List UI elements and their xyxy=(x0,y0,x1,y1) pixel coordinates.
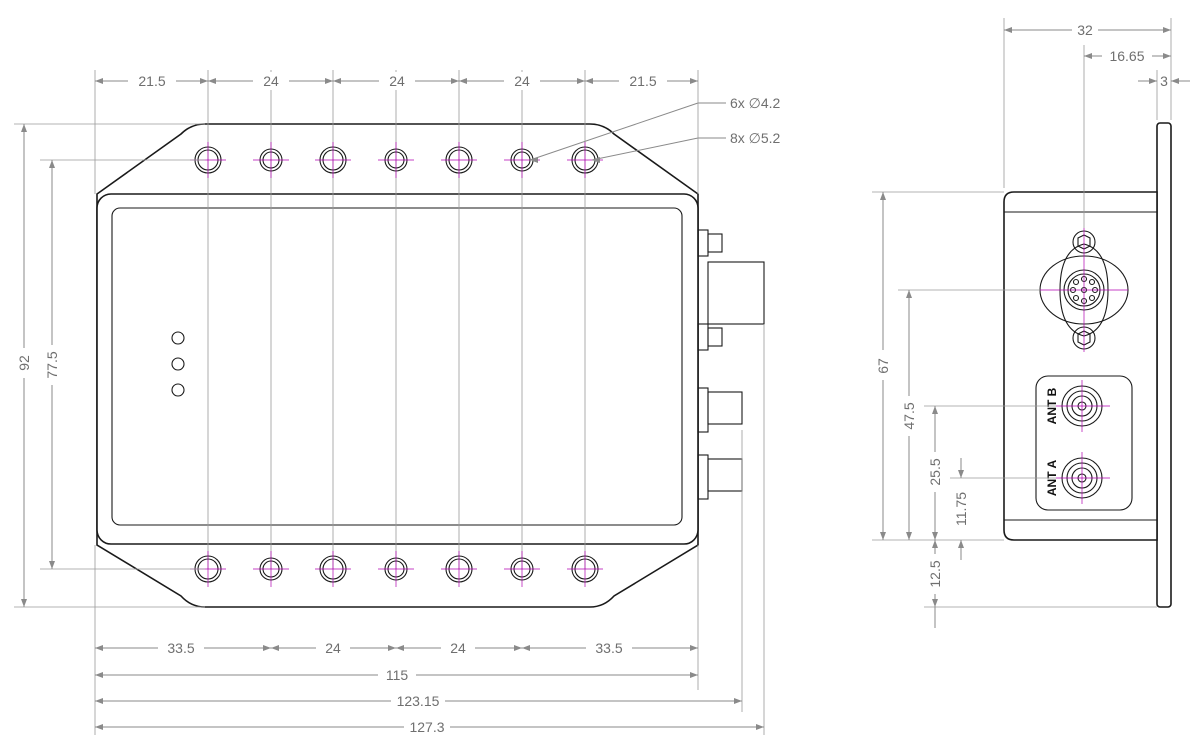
dimension-arrow xyxy=(1163,27,1171,33)
dimension-arrow xyxy=(932,406,938,414)
dim-top-3: 24 xyxy=(389,73,405,89)
dimension-arrow xyxy=(95,698,103,704)
dim-top-5: 21.5 xyxy=(629,73,656,89)
dim-side-32: 32 xyxy=(1077,22,1093,38)
dimension-arrow xyxy=(1004,27,1012,33)
dimension-arrow xyxy=(958,540,964,548)
dimension-arrow xyxy=(514,645,522,651)
dimension-arrow xyxy=(21,599,27,607)
dimension-arrow xyxy=(906,290,912,298)
mounting-hole xyxy=(253,142,289,178)
flange-plate xyxy=(1156,122,1172,608)
dimension-arrow xyxy=(756,724,764,730)
dimension-arrow xyxy=(932,532,938,540)
dimension-arrow xyxy=(21,124,27,132)
dimension-arrow xyxy=(49,561,55,569)
dimension-arrow xyxy=(906,532,912,540)
dim-side-475: 47.5 xyxy=(901,402,917,429)
dimension-arrow xyxy=(95,724,103,730)
mounting-hole xyxy=(315,142,351,178)
dimension-arrow xyxy=(690,78,698,84)
dimension-arrow xyxy=(530,157,538,163)
ant-a-connector xyxy=(1056,452,1110,504)
dimension-arrow xyxy=(1149,78,1157,84)
dim-overall-115: 115 xyxy=(386,667,409,683)
dimension-arrow xyxy=(333,78,341,84)
mounting-hole xyxy=(253,551,289,587)
side-view: ANT B ANT A 32 16.65 3 xyxy=(872,18,1190,628)
antenna-panel xyxy=(1035,375,1133,511)
mounting-hole xyxy=(378,142,414,178)
dimension-arrow xyxy=(690,645,698,651)
circular-connector xyxy=(1039,228,1129,352)
led-circle xyxy=(171,331,185,345)
side-connectors xyxy=(697,229,765,500)
dimension-arrow xyxy=(325,78,333,84)
dimension-arrow xyxy=(577,78,585,84)
ant-b-connector xyxy=(1056,380,1110,432)
dimension-arrow xyxy=(49,160,55,168)
led-circle xyxy=(171,357,185,371)
mounting-hole xyxy=(567,551,603,587)
dim-bottom-1: 33.5 xyxy=(167,640,194,656)
dimension-arrow xyxy=(1084,53,1092,59)
housing-lid xyxy=(111,207,683,526)
dimension-arrow xyxy=(932,540,938,548)
dim-top-1: 21.5 xyxy=(138,73,165,89)
dim-bottom-2: 24 xyxy=(325,640,341,656)
dimension-arrow xyxy=(388,645,396,651)
hole-callout-large: 8x ∅5.2 xyxy=(730,130,781,146)
dim-side-1175: 11.75 xyxy=(953,492,969,526)
dimension-arrow xyxy=(522,645,530,651)
dimension-arrow xyxy=(208,78,216,84)
dimension-arrow xyxy=(734,698,742,704)
hole-callout-small: 6x ∅4.2 xyxy=(730,95,781,111)
dimension-arrow xyxy=(451,78,459,84)
mounting-hole xyxy=(378,551,414,587)
top-dimension-chain: 21.5 24 24 24 21.5 xyxy=(94,70,699,194)
led-indicators xyxy=(171,331,185,397)
dimension-arrow xyxy=(263,645,271,651)
mounting-hole xyxy=(441,551,477,587)
dim-side-125: 12.5 xyxy=(927,560,943,587)
housing-body xyxy=(96,193,699,545)
dimension-arrow xyxy=(459,78,467,84)
left-dimension-chain: 92 77.5 xyxy=(14,123,205,608)
mounting-hole xyxy=(504,551,540,587)
side-left-dimensions: 67 47.5 25.5 11.75 12.5 xyxy=(872,191,1157,628)
dim-side-255: 25.5 xyxy=(927,458,943,485)
dimension-arrow xyxy=(95,672,103,678)
dimension-arrow xyxy=(880,532,886,540)
top-view: 6x ∅4.2 8x ∅5.2 21.5 24 24 24 21.5 xyxy=(14,70,781,736)
dimension-arrow xyxy=(1163,53,1171,59)
dimension-arrow xyxy=(200,78,208,84)
dim-top-4: 24 xyxy=(514,73,530,89)
dimension-arrow xyxy=(271,645,279,651)
dim-overall-12315: 123.15 xyxy=(397,693,440,709)
dim-top-2: 24 xyxy=(263,73,279,89)
dimension-arrow xyxy=(880,192,886,200)
hole-callouts: 6x ∅4.2 8x ∅5.2 xyxy=(529,95,781,161)
led-circle xyxy=(171,383,185,397)
dimension-arrow xyxy=(690,672,698,678)
dimension-arrow xyxy=(396,645,404,651)
mounting-hole xyxy=(315,551,351,587)
dim-bottom-4: 33.5 xyxy=(595,640,622,656)
dimension-arrow xyxy=(95,78,103,84)
dim-side-1665: 16.65 xyxy=(1109,48,1144,64)
dim-side-3: 3 xyxy=(1160,73,1168,89)
dimension-arrow xyxy=(958,470,964,478)
dimension-arrow xyxy=(932,599,938,607)
dim-bottom-3: 24 xyxy=(450,640,466,656)
dim-height-92: 92 xyxy=(16,355,32,371)
dim-height-775: 77.5 xyxy=(44,351,60,378)
dimension-arrow xyxy=(592,157,600,163)
dimension-arrow xyxy=(585,78,593,84)
dim-overall-1273: 127.3 xyxy=(409,719,444,735)
dimension-arrow xyxy=(95,645,103,651)
dimension-arrow xyxy=(1171,78,1179,84)
mounting-hole xyxy=(441,142,477,178)
dim-side-67: 67 xyxy=(875,358,891,374)
